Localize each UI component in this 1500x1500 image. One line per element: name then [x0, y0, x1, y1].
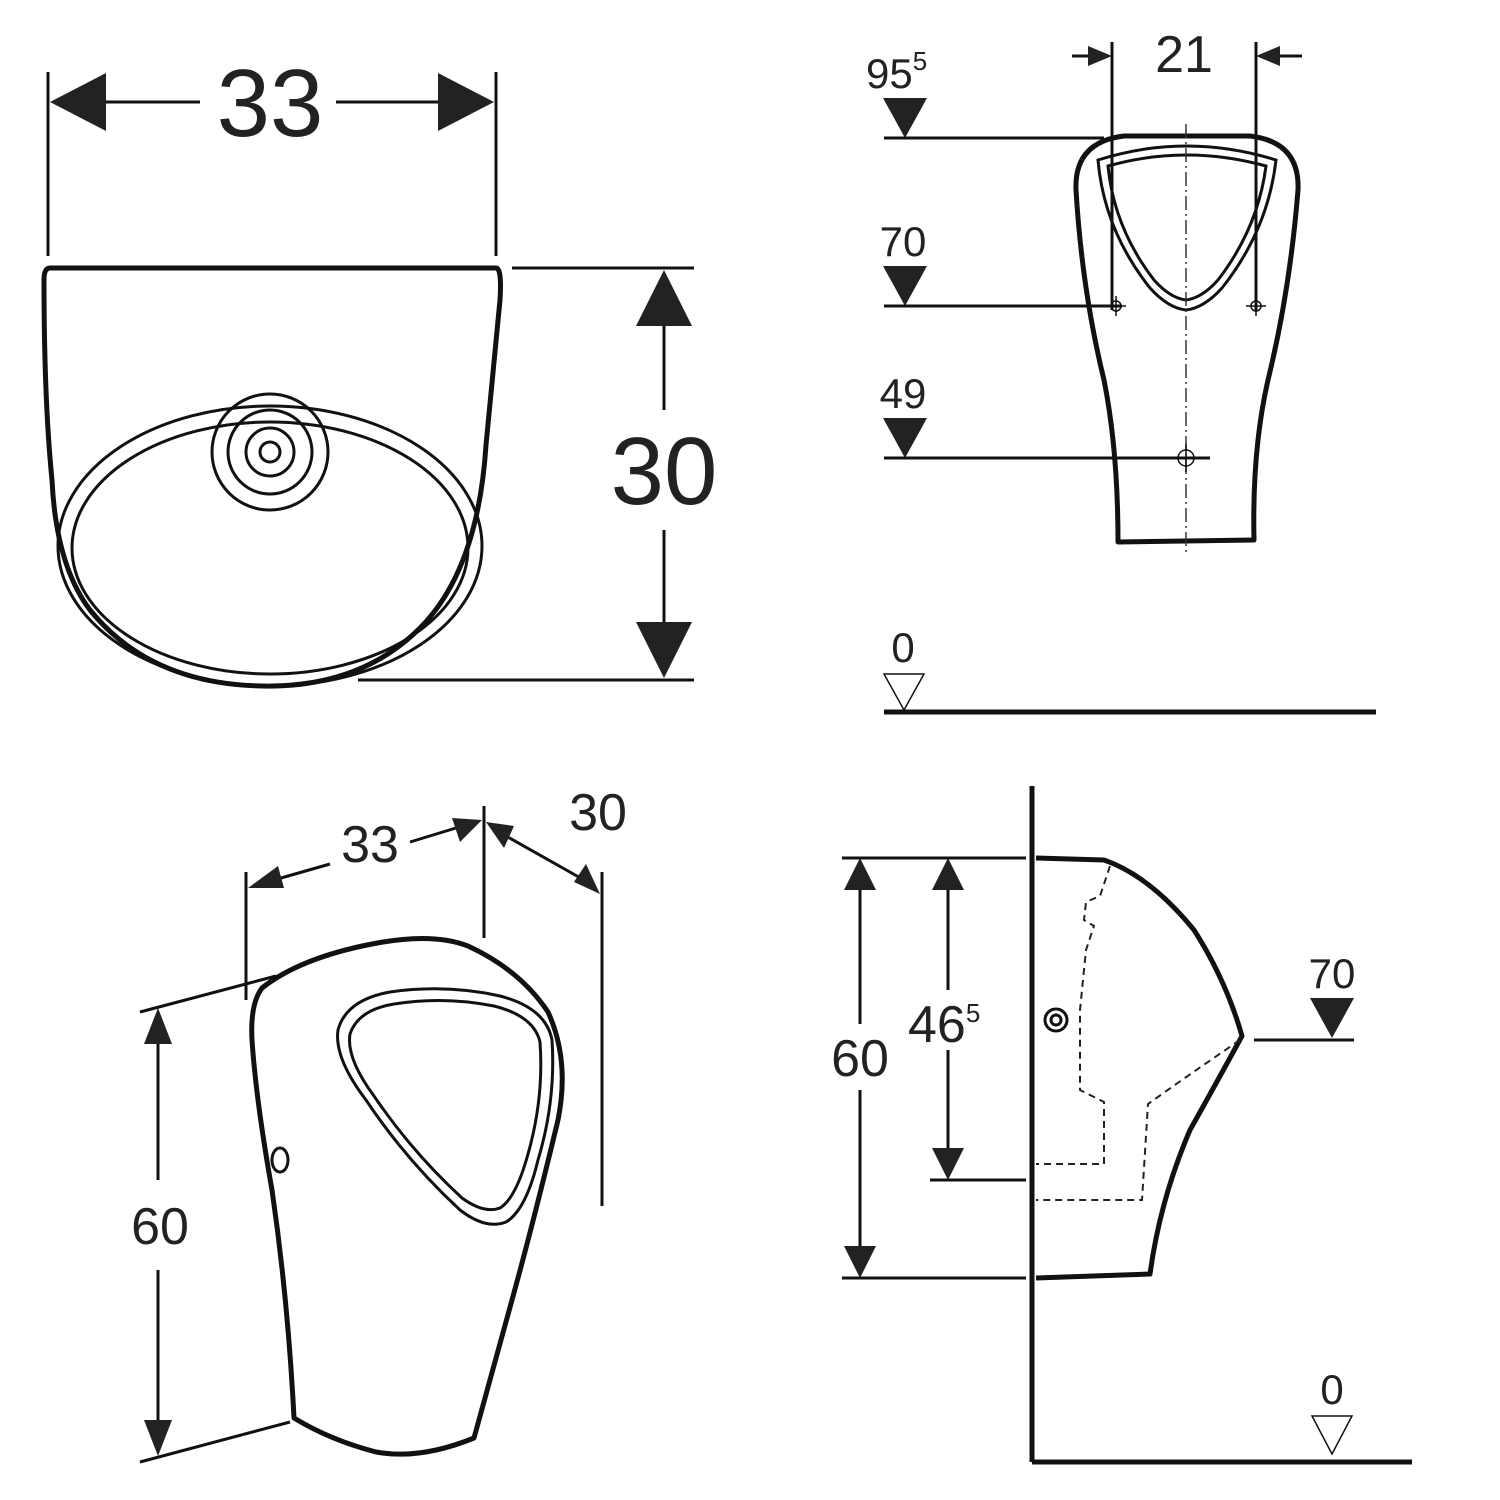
side-outlet-superscript: 5	[966, 998, 980, 1028]
side-height-arrow-bottom	[844, 1246, 876, 1278]
front-spacing-arrow-right	[1256, 46, 1280, 66]
top-width-arrow-right	[438, 73, 494, 131]
top-width-label: 33	[217, 50, 324, 157]
side-view-body-outline	[1035, 855, 1245, 1281]
top-view: 33 30	[41, 50, 718, 689]
front-level-49-marker	[883, 418, 927, 458]
top-view-drain-outer	[210, 392, 330, 512]
side-view-internal-channel	[1036, 865, 1111, 1165]
iso-width-arrow-right	[452, 818, 482, 842]
iso-height-label: 60	[131, 1198, 189, 1256]
iso-view-body-outline	[249, 936, 565, 1457]
iso-depth-dim-line	[505, 834, 585, 882]
side-level-70-label: 70	[1309, 950, 1356, 997]
front-view: 21 955 70 49 0	[866, 26, 1376, 715]
iso-depth-arrow-right	[574, 864, 600, 894]
iso-height-arrow-bottom	[144, 1420, 172, 1456]
side-outlet-main: 46	[908, 996, 966, 1054]
iso-height-extension-top	[139, 974, 277, 1014]
iso-width-dim-line-right	[409, 826, 457, 844]
iso-depth-label: 30	[569, 784, 627, 842]
iso-view: 33 30 60	[131, 784, 627, 1464]
front-level-49-label: 49	[880, 370, 927, 417]
top-depth-arrow-bottom	[636, 622, 692, 678]
top-depth-label: 30	[611, 418, 718, 525]
iso-width-arrow-left	[248, 866, 284, 888]
front-level-70-marker	[883, 266, 927, 306]
front-level-70-label: 70	[880, 218, 927, 265]
iso-view-bowl-outer	[336, 987, 555, 1226]
top-view-drain-inner	[244, 426, 296, 478]
front-floor-marker	[882, 673, 926, 712]
front-view-body-outline	[1073, 133, 1301, 545]
side-view-inlet-outer	[1043, 1007, 1069, 1033]
front-spacing-arrow-left	[1088, 46, 1112, 66]
iso-height-extension-bottom	[139, 1420, 291, 1464]
front-view-bowl-inner	[1106, 153, 1268, 302]
top-view-drain-mid	[226, 408, 314, 496]
side-level-70-marker	[1310, 998, 1354, 1038]
front-level-95-marker	[883, 98, 927, 138]
front-level-95-superscript: 5	[913, 46, 927, 76]
iso-width-label: 33	[341, 816, 399, 874]
front-floor-label: 0	[891, 624, 914, 671]
side-view: 60 465 70 0	[831, 786, 1412, 1465]
side-height-arrow-top	[844, 858, 876, 890]
side-floor-marker	[1310, 1415, 1354, 1456]
top-view-drain-center	[258, 440, 282, 464]
top-view-rim-outer	[56, 404, 484, 688]
front-view-bowl-outer	[1096, 144, 1278, 312]
side-view-inlet-inner	[1049, 1013, 1063, 1027]
iso-width-dim-line-left	[273, 862, 331, 882]
side-outlet-label: 465	[908, 996, 980, 1054]
front-level-95-label: 955	[866, 46, 927, 97]
side-floor-label: 0	[1320, 1366, 1343, 1413]
top-width-arrow-left	[50, 73, 106, 131]
top-depth-arrow-top	[636, 270, 692, 326]
front-level-95-main: 95	[866, 50, 913, 97]
side-outlet-arrow-top	[932, 858, 964, 890]
side-height-label: 60	[831, 1030, 889, 1088]
front-spacing-label: 21	[1155, 26, 1213, 84]
iso-height-arrow-top	[144, 1008, 172, 1044]
iso-view-inlet-hole	[270, 1146, 290, 1174]
iso-view-bowl-inner	[348, 998, 543, 1212]
iso-depth-arrow-left	[486, 822, 514, 848]
side-view-internal-trap	[1036, 1039, 1241, 1201]
top-view-rim-inner	[70, 420, 470, 676]
side-outlet-arrow-bottom	[932, 1148, 964, 1180]
